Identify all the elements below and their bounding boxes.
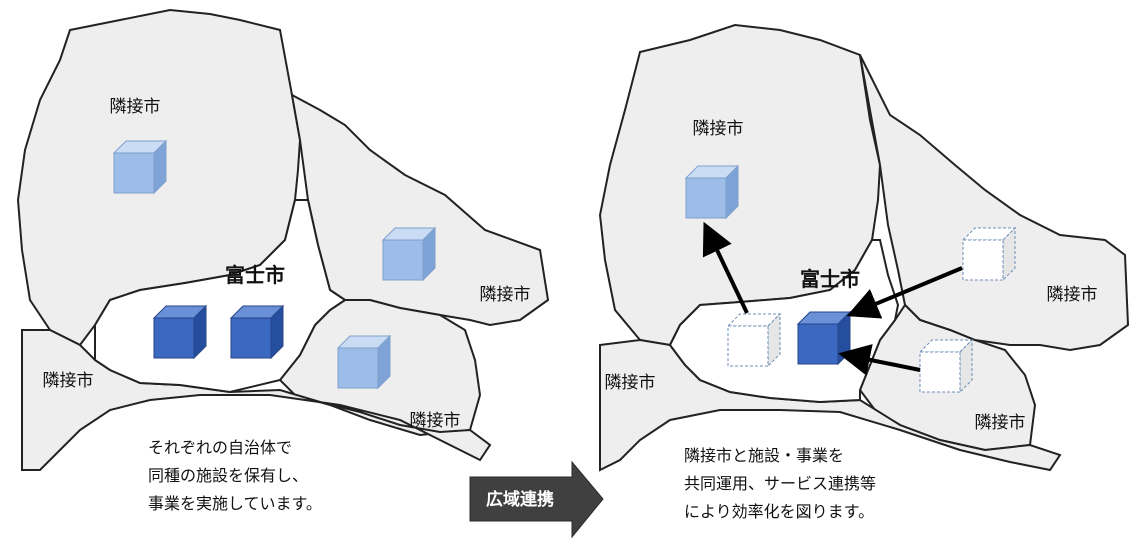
facility-cube-empty-east [962, 227, 1016, 281]
left-caption-line-3: 事業を実施しています。 [148, 494, 322, 513]
neighbor-label-north: 隣接市 [110, 97, 161, 117]
right-caption: 隣接市と施設・事業を 共同運用、サービス連携等 により効率化を図ります。 [684, 446, 881, 521]
facility-cube-fuji-shared [797, 311, 851, 365]
facility-cube-neighbor-east [382, 227, 436, 281]
neighbor-label-north: 隣接市 [693, 119, 744, 139]
left-caption-line-2: 同種の施設を保有し、 [148, 466, 308, 485]
cooperation-arrow: 広域連携 [469, 460, 604, 539]
facility-cube-empty-southeast [919, 339, 973, 393]
link-arrow-from-southeast [838, 344, 921, 376]
link-arrow-to-north [702, 221, 749, 314]
facility-cube-fuji-2 [230, 305, 284, 359]
cooperation-arrow-label: 広域連携 [486, 489, 554, 510]
city-label-fuji: 富士市 [800, 267, 860, 291]
left-caption: それぞれの自治体で 同種の施設を保有し、 事業を実施しています。 [148, 438, 322, 513]
neighbor-label-southeast: 隣接市 [410, 411, 461, 431]
left-panel: 隣接市 隣接市 隣接市 隣接市 富士市 それぞれの自治体で 同種の施設を保有し、… [16, 8, 550, 513]
right-caption-line-1: 隣接市と施設・事業を [684, 446, 844, 465]
neighbor-label-southwest: 隣接市 [43, 371, 94, 391]
right-panel: 隣接市 隣接市 隣接市 隣接市 富士市 隣接市と施設・事業を 共同運用、サービス… [598, 23, 1130, 521]
cooperation-arrow-shape [469, 460, 604, 539]
facility-cube-fuji-1 [153, 305, 207, 359]
link-arrow-from-east [846, 266, 963, 319]
neighbor-label-southeast: 隣接市 [975, 413, 1026, 433]
facility-cube-neighbor-southeast [337, 335, 391, 389]
city-label-fuji: 富士市 [225, 263, 285, 287]
facility-cube-neighbor-north [685, 165, 739, 219]
right-caption-line-2: 共同運用、サービス連携等 [684, 474, 876, 493]
neighbor-label-east: 隣接市 [480, 285, 531, 305]
right-caption-line-3: により効率化を図ります。 [684, 502, 874, 521]
neighbor-city-east-region [859, 54, 1130, 352]
left-caption-line-1: それぞれの自治体で [148, 438, 292, 457]
neighbor-label-east: 隣接市 [1047, 285, 1098, 305]
facility-cube-empty-fuji [727, 313, 781, 367]
facility-cube-neighbor-north [113, 140, 167, 194]
neighbor-label-southwest: 隣接市 [605, 373, 656, 393]
